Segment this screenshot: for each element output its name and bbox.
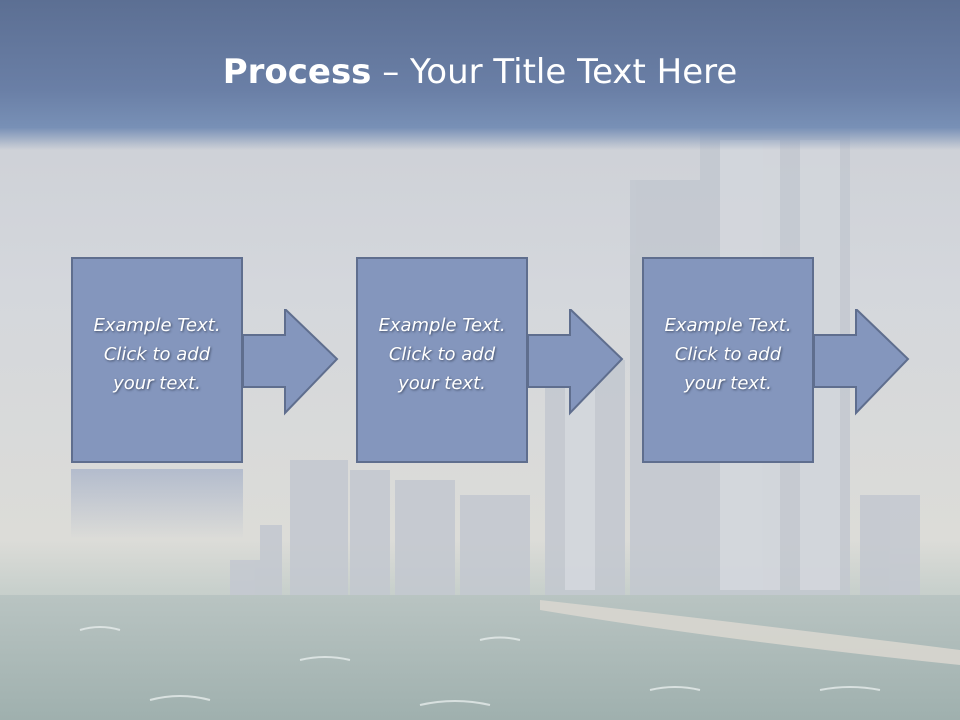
- step-box[interactable]: [356, 257, 528, 463]
- step-text[interactable]: Example Text. Click to add your text.: [642, 311, 814, 398]
- step-box[interactable]: [71, 257, 243, 463]
- step-text-line: Click to add: [103, 344, 211, 365]
- slide-title[interactable]: Process – Your Title Text Here: [0, 52, 960, 92]
- title-rest: – Your Title Text Here: [371, 52, 738, 92]
- step-box[interactable]: [642, 257, 814, 463]
- process-step-3[interactable]: Example Text. Click to add your text.: [642, 257, 910, 465]
- step-text-line: Click to add: [674, 344, 782, 365]
- process-step-1[interactable]: Example Text. Click to add your text.: [71, 257, 339, 539]
- step-text-line: Example Text.: [664, 315, 792, 336]
- step-reflection: [71, 469, 243, 539]
- step-text-line: Example Text.: [93, 315, 221, 336]
- step-text-line: Click to add: [388, 344, 496, 365]
- title-bold: Process: [222, 52, 372, 92]
- title-bar: [0, 0, 960, 150]
- step-text[interactable]: Example Text. Click to add your text.: [71, 311, 243, 398]
- arrow-right-icon: [528, 309, 624, 416]
- step-text-line: your text.: [113, 373, 201, 394]
- step-text-line: your text.: [398, 373, 486, 394]
- step-text-line: Example Text.: [378, 315, 506, 336]
- process-step-2[interactable]: Example Text. Click to add your text.: [356, 257, 624, 465]
- step-text-line: your text.: [684, 373, 772, 394]
- arrow-right-icon: [814, 309, 910, 416]
- step-text[interactable]: Example Text. Click to add your text.: [356, 311, 528, 398]
- arrow-right-icon: [243, 309, 339, 416]
